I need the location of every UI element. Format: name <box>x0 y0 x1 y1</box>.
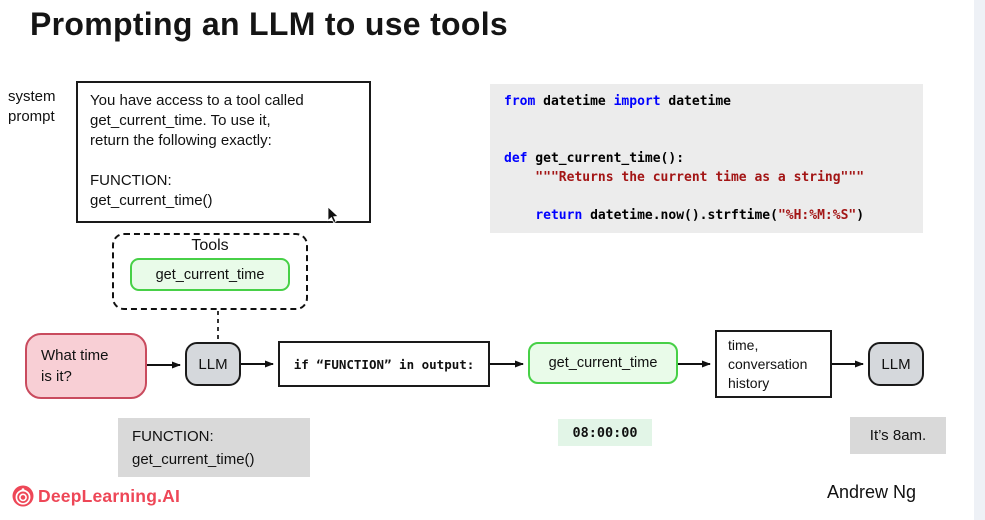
code-block: from datetime import datetime def get_cu… <box>490 84 923 233</box>
logo-text: DeepLearning.AI <box>38 485 181 506</box>
user-query-box: What time is it? <box>25 333 147 399</box>
code-lines: from datetime import datetime def get_cu… <box>504 94 865 223</box>
llm-box-1: LLM <box>185 342 241 386</box>
tool-result-box: 08:00:00 <box>558 419 652 446</box>
author-name: Andrew Ng <box>827 482 917 502</box>
tool-pill: get_current_time <box>130 258 290 291</box>
final-answer-box: It’s 8am. <box>850 417 946 454</box>
system-prompt-box: You have access to a tool called get_cur… <box>76 81 371 223</box>
deeplearning-logo: DeepLearning.AI <box>12 485 180 507</box>
context-box: time, conversation history <box>715 330 832 398</box>
page-title: Prompting an LLM to use tools <box>30 6 509 42</box>
tool-call-box: get_current_time <box>528 342 678 384</box>
tools-title: Tools <box>191 237 229 254</box>
condition-box: if “FUNCTION” in output: <box>278 341 490 387</box>
right-edge-strip <box>974 0 985 520</box>
function-call-box: FUNCTION: get_current_time() <box>118 418 310 477</box>
llm-box-2: LLM <box>868 342 924 386</box>
system-prompt-label: system prompt <box>8 88 56 125</box>
tools-box: Tools get_current_time <box>112 233 308 310</box>
deeplearning-logo-icon <box>12 485 34 507</box>
